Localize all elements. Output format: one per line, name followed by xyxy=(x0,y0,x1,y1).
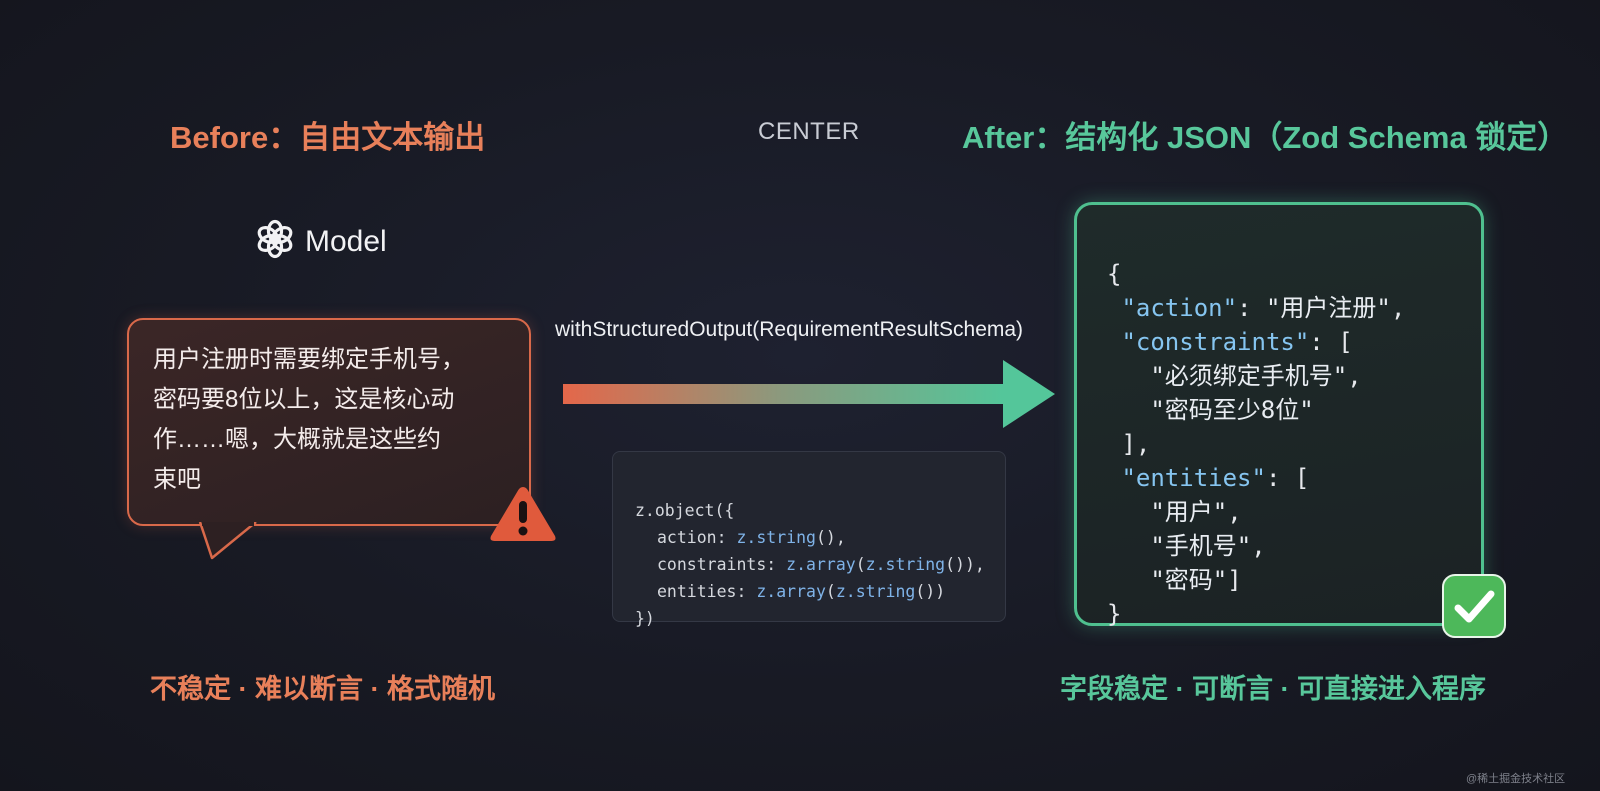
json-line: "entities": [ xyxy=(1121,464,1310,492)
json-line: "action": "用户注册", xyxy=(1121,294,1406,322)
json-line: "用户", xyxy=(1150,498,1242,526)
json-output-box: { "action": "用户注册", "constraints": [ "必须… xyxy=(1074,202,1484,628)
warning-icon xyxy=(490,487,556,541)
json-line: { xyxy=(1107,260,1122,288)
json-line: "密码"] xyxy=(1150,566,1242,594)
after-caption: 字段稳定 · 可断言 · 可直接进入程序 xyxy=(1060,674,1486,704)
code-line: }) xyxy=(635,609,655,628)
free-text-bubble: 用户注册时需要绑定手机号， 密码要8位以上，这是核心动 作……嗯，大概就是这些约… xyxy=(127,318,531,526)
code-line: z.object({ xyxy=(635,501,735,520)
bubble-line: 用户注册时需要绑定手机号， xyxy=(153,346,465,373)
openai-logo-icon xyxy=(255,219,295,264)
bubble-line: 作……嗯，大概就是这些约 xyxy=(153,426,441,453)
model-header: Model xyxy=(255,219,387,264)
json-line: } xyxy=(1107,600,1122,628)
json-line: "密码至少8位" xyxy=(1150,396,1314,424)
watermark: @稀土掘金技术社区 xyxy=(1466,773,1566,785)
transform-label: withStructuredOutput(RequirementResultSc… xyxy=(555,318,1024,341)
bubble-body xyxy=(127,318,531,526)
center-title: CENTER xyxy=(758,118,860,145)
zod-schema-code: z.object({ action: z.string(), constraints… xyxy=(612,451,1006,628)
check-mark-icon xyxy=(1442,574,1506,638)
before-caption: 不稳定 · 难以断言 · 格式随机 xyxy=(150,674,495,704)
before-title: Before：自由文本输出 xyxy=(170,120,486,155)
code-line: action: z.string(), xyxy=(657,528,846,547)
json-line: ], xyxy=(1121,430,1151,458)
bubble-text: 用户注册时需要绑定手机号， 密码要8位以上，这是核心动 作……嗯，大概就是这些约… xyxy=(153,340,493,500)
json-line: "必须绑定手机号", xyxy=(1150,362,1362,390)
after-title: After：结构化 JSON（Zod Schema 锁定） xyxy=(962,120,1569,155)
code-line: entities: z.array(z.string()) xyxy=(657,582,946,601)
json-line: "constraints": [ xyxy=(1121,328,1353,356)
transform-arrow xyxy=(563,360,1055,428)
bubble-line: 束吧 xyxy=(153,466,201,493)
model-label: Model xyxy=(305,224,387,258)
bubble-line: 密码要8位以上，这是核心动 xyxy=(153,386,455,413)
code-line: constraints: z.array(z.string()), xyxy=(657,555,985,574)
json-line: "手机号", xyxy=(1150,532,1266,560)
bubble-tail xyxy=(198,522,257,560)
